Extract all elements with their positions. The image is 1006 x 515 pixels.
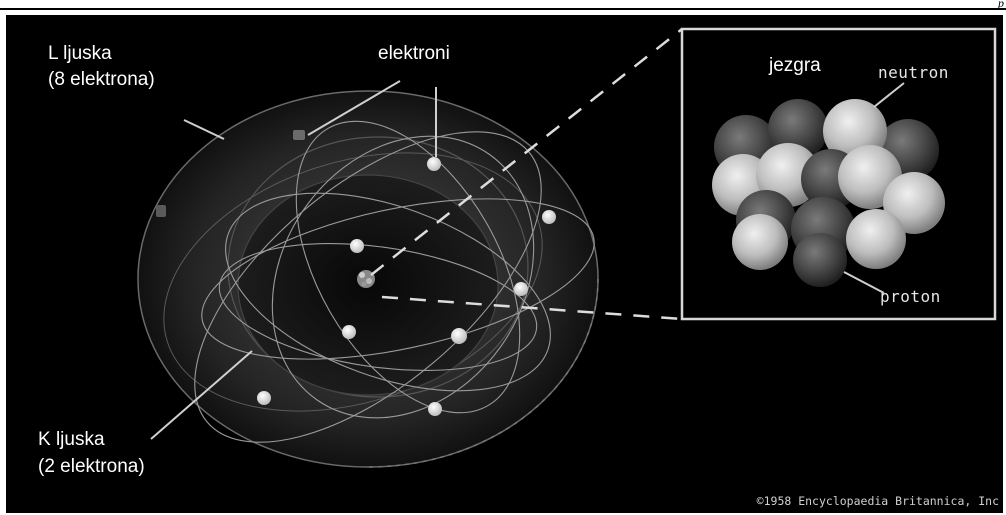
proton	[793, 233, 847, 287]
electron	[427, 157, 441, 171]
electron	[257, 391, 271, 405]
electron	[428, 402, 442, 416]
atom-diagram: L ljuska (8 elektrona) elektroni jezgra …	[6, 15, 1003, 513]
electron	[542, 210, 556, 224]
electrons	[156, 130, 556, 416]
neutron	[732, 214, 788, 270]
nucleus-label: jezgra	[769, 55, 821, 76]
k-shell-count-label: (2 elektrona)	[38, 456, 145, 477]
neutron-label: neutron	[878, 63, 949, 82]
pointer-lines	[150, 80, 437, 440]
electron	[156, 205, 166, 217]
neutron	[846, 209, 906, 269]
nucleus-dot	[357, 270, 375, 288]
electron	[514, 282, 528, 296]
zoom-lines	[370, 28, 683, 321]
nucleus-inset	[680, 27, 997, 321]
nucleus-cluster	[712, 99, 945, 287]
electron	[293, 130, 305, 140]
page-mark: p	[998, 0, 1004, 10]
electron	[451, 328, 467, 344]
neutron	[883, 172, 945, 234]
proton-label: proton	[880, 287, 941, 306]
copyright-credit: ©1958 Encyclopaedia Britannica, Inc	[756, 494, 999, 508]
l-shell-count-label: (8 elektrona)	[48, 69, 155, 90]
electrons-label: elektroni	[378, 43, 450, 64]
l-shell-label: L ljuska	[48, 43, 112, 64]
electron	[350, 239, 364, 253]
top-rule	[0, 8, 1006, 10]
k-shell-label: K ljuska	[38, 429, 105, 450]
atom-illustration	[137, 27, 997, 468]
electron	[342, 325, 356, 339]
electron-orbits	[194, 120, 595, 443]
